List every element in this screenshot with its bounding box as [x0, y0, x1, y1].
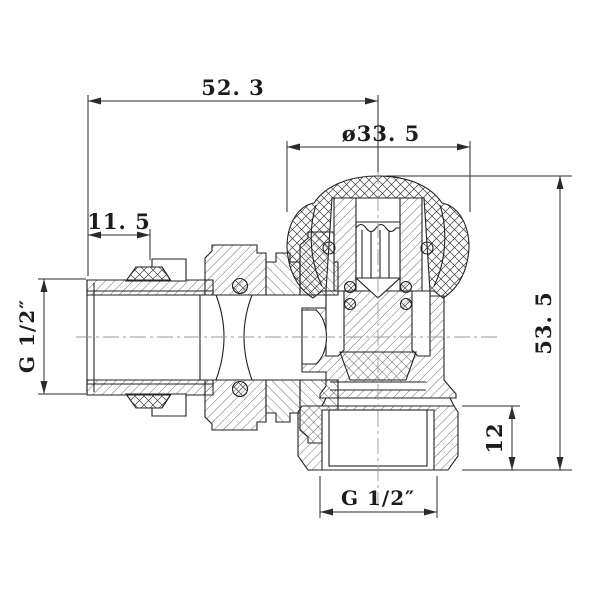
ferrules — [124, 258, 187, 417]
outlet-thread-stub — [321, 397, 455, 407]
dim-handle-diameter: ø33. 5 — [286, 121, 471, 212]
body-right-slot — [411, 290, 431, 357]
dim-inlet-thread: G 1/2″ — [15, 278, 86, 395]
valve-section — [86, 175, 470, 471]
dim-outlet-thread: G 1/2″ — [319, 476, 438, 518]
dim-label-top-width: 52. 3 — [201, 75, 264, 100]
dim-label-outlet-nut-height: 12 — [482, 422, 507, 453]
union-o-rings — [231, 277, 249, 398]
body-left-slot — [325, 290, 345, 357]
dim-label-overall-height: 53. 5 — [531, 291, 556, 354]
bonnet-right-wall — [399, 197, 423, 292]
centerlines — [76, 168, 497, 506]
dim-tail-length: 11. 5 — [87, 209, 151, 260]
dim-label-handle-diameter: ø33. 5 — [342, 121, 420, 146]
dim-label-inlet-thread: G 1/2″ — [15, 299, 39, 373]
dim-label-tail-length: 11. 5 — [87, 209, 150, 234]
handwheel-right-ear-line — [433, 204, 446, 287]
dimension-annotations: 52. 3 ø33. 5 11. 5 G 1/2″ — [15, 75, 572, 518]
compression-nut — [204, 244, 267, 431]
dim-top-width: 52. 3 — [87, 75, 379, 276]
dim-label-outlet-thread: G 1/2″ — [341, 486, 415, 510]
dim-overall-height: 53. 5 — [385, 175, 572, 471]
dim-outlet-nut-height: 12 — [462, 405, 520, 470]
